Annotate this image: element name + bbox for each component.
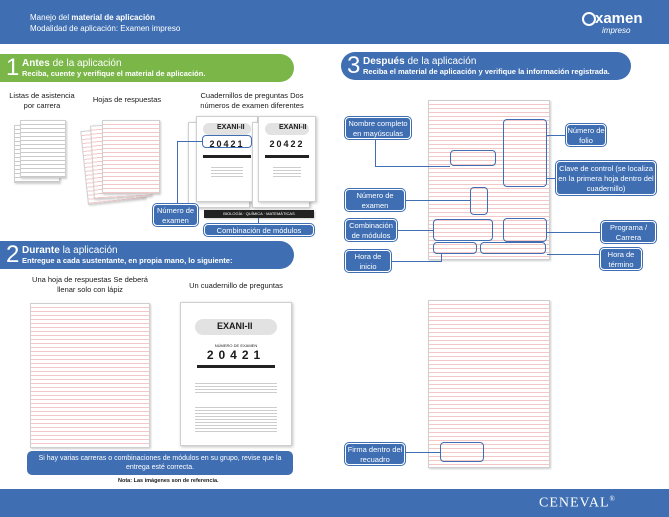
info-box: Si hay varias carreras o combinaciones d… [27, 451, 293, 475]
booklet-b-number: 20422 [269, 139, 305, 149]
logo-e-icon [582, 12, 596, 26]
header-title: Manejo del material de aplicación [30, 13, 155, 22]
section3-subtitle: Reciba el material de aplicación y verif… [363, 67, 610, 76]
callout-exam-number-3: Número de examen [345, 189, 405, 211]
section3-title: Después de la aplicación [363, 56, 477, 67]
section1-subtitle: Reciba, cuente y verifique el material d… [22, 69, 206, 78]
callout-control-key: Clave de control (se localiza en la prim… [556, 161, 656, 195]
label-answer-sheets: Hojas de respuestas [92, 95, 162, 104]
footer-bar: CENEVAL® [0, 489, 669, 517]
callout-start-time: Hora de inicio [345, 250, 391, 272]
header-bar: Manejo del material de aplicación Modali… [0, 0, 669, 44]
answer-sheet-large [30, 303, 150, 448]
section1-number: 1 [6, 54, 20, 81]
completed-answer-sheet-front [428, 100, 550, 260]
section3-number: 3 [347, 52, 361, 79]
booklet-large: EXANI-II NÚMERO DE EXAMEN 20421 [180, 302, 292, 446]
section3-header: 3 Después de la aplicación Reciba el mat… [341, 52, 631, 80]
section2-title: Durante la aplicación [22, 245, 118, 256]
callout-modules: Combinación de módulos [204, 224, 314, 236]
section1-title: Antes de la aplicación [22, 58, 122, 69]
booklet-large-number: 20421 [206, 348, 266, 362]
booklet-b: EXANI-II 20422 [258, 116, 316, 202]
booklet-a-number: 20421 [209, 139, 245, 149]
header-subtitle: Modalidad de aplicación: Examen impreso [30, 24, 181, 33]
completed-answer-sheet-back [428, 300, 550, 468]
callout-signature: Firma dentro del recuadro [345, 443, 405, 465]
callout-folio: Número de folio [566, 124, 606, 146]
callout-program: Programa / Carrera [601, 221, 656, 243]
answer-sheet-doc [102, 120, 160, 194]
section2-number: 2 [6, 241, 20, 268]
logo-sub: impreso [602, 26, 631, 35]
label-answer-sheet: Una hoja de respuestas Se deberá llenar … [32, 275, 148, 294]
ceneval-logo: CENEVAL® [539, 495, 616, 511]
reference-note: Nota: Las imágenes son de referencia. [118, 478, 219, 484]
label-booklets: Cuadernillos de preguntas Dos números de… [200, 91, 304, 110]
section2-header: 2 Durante la aplicación Entregue a cada … [0, 241, 294, 269]
section1-header: 1 Antes de la aplicación Reciba, cuente … [0, 54, 294, 82]
section2-subtitle: Entregue a cada sustentante, en propia m… [22, 256, 233, 265]
label-attendance-lists: Listas de asistencia por carrera [9, 91, 75, 110]
logo-word: xamen [595, 10, 643, 27]
modules-bar: BIOLOGÍA · QUÍMICA · MATEMÁTICAS [204, 210, 314, 218]
callout-exam-number: Número de examen [153, 204, 198, 226]
booklet-a: EXANI-II 20421 [196, 116, 258, 202]
callout-end-time: Hora de término [600, 248, 642, 270]
callout-full-name: Nombre completo en mayúsculas [345, 117, 411, 139]
attendance-list-doc [20, 120, 66, 178]
callout-modules-3: Combinación de módulos [345, 219, 397, 241]
exam-number-ring [202, 135, 252, 148]
label-booklet: Un cuadernillo de preguntas [189, 281, 283, 290]
